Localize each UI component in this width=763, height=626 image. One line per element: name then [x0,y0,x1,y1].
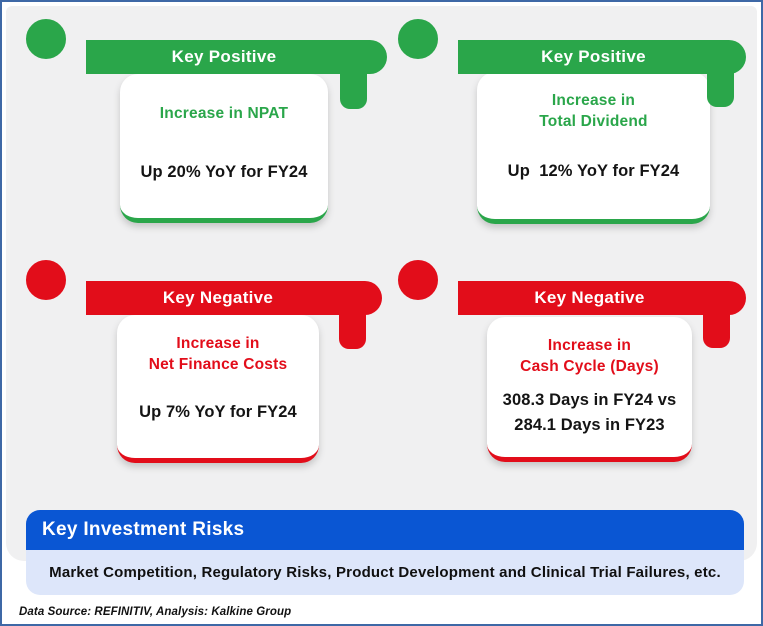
card-title: Increase in Total Dividend [539,92,648,130]
key-shaft-icon [86,281,382,315]
key-shaft-icon [458,281,746,315]
key-negative-banner-2: Key Negative [534,288,645,307]
data-source-note: Data Source: REFINITIV, Analysis: Kalkin… [19,606,292,618]
key-negative-card-2: Increase in Cash Cycle (Days) 308.3 Days… [487,317,692,462]
key-shaft-icon [86,40,387,74]
key-positive-banner-1: Key Positive [171,47,277,66]
key-negative-banner-1: Key Negative [162,288,274,307]
key-positive-banner-2: Key Positive [541,47,646,66]
key-ring-icon [26,260,66,300]
key-tooth-icon [340,60,367,109]
key-tooth-icon [703,301,730,348]
key-tooth-icon [707,60,734,107]
key-shaft-icon [458,40,746,74]
card-detail: Up 7% YoY for FY24 [139,403,297,422]
key-positive-card-1: Increase in NPAT Up 20% YoY for FY24 [120,74,328,223]
key-investment-risks-text: Market Competition, Regulatory Risks, Pr… [26,550,744,595]
card-title: Increase in Cash Cycle (Days) [520,337,659,375]
key-ring-icon [398,19,438,59]
card-detail: Up 20% YoY for FY24 [140,162,308,181]
key-investment-risks-banner: Key Investment Risks [26,510,744,550]
card-title: Increase in Net Finance Costs [148,335,288,373]
key-negative-card-1: Increase in Net Finance Costs Up 7% YoY … [117,315,319,463]
card-detail: 308.3 Days in FY24 vs 284.1 Days in FY23 [502,391,677,434]
key-ring-icon [26,19,66,59]
key-tooth-icon [339,301,366,349]
key-ring-icon [398,260,438,300]
card-detail: Up 12% YoY for FY24 [507,162,680,181]
key-positive-card-2: Increase in Total Dividend Up 12% YoY fo… [477,72,710,224]
card-title: Increase in NPAT [159,104,289,122]
